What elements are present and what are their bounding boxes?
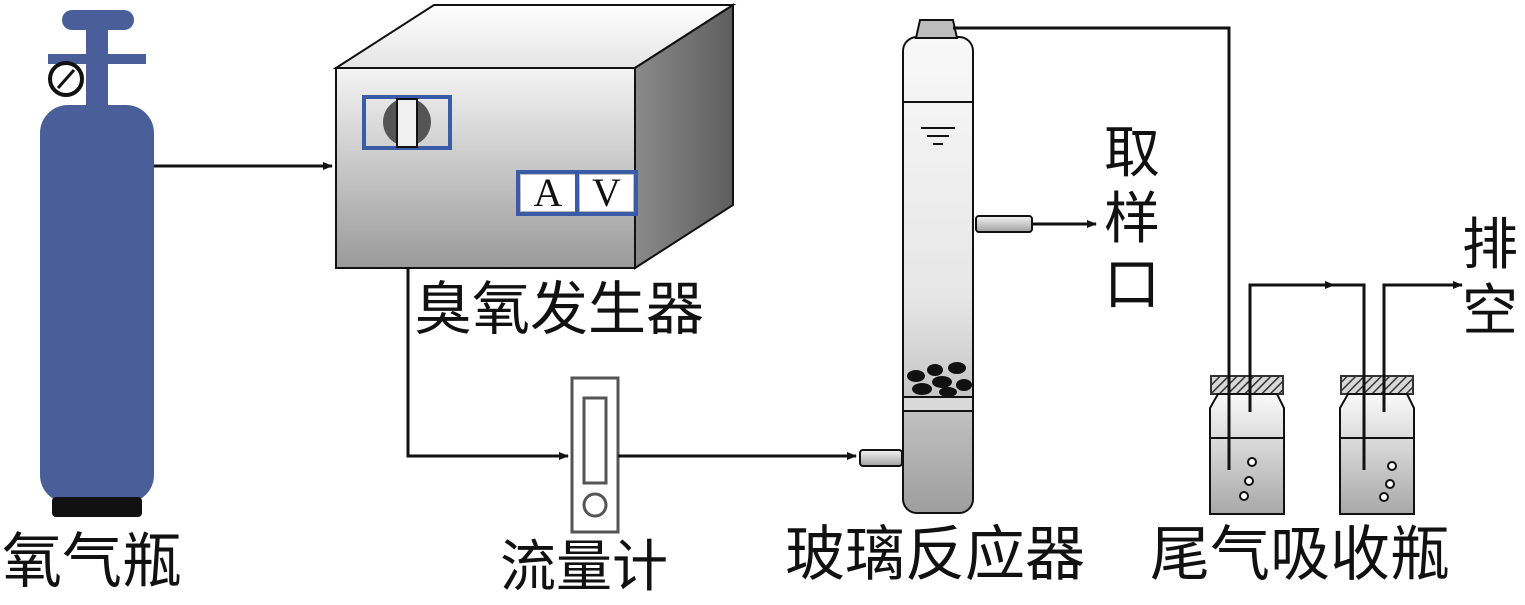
sampling-port-char-3: 口 xyxy=(1104,253,1160,318)
sampling-port-char-1: 取 xyxy=(1104,121,1160,186)
pressure-gauge-icon xyxy=(48,61,84,97)
pipe-vent xyxy=(1382,281,1463,412)
tail-gas-bottles-label: 尾气吸收瓶 xyxy=(1150,520,1450,590)
sampling-port-label: 取 样 口 xyxy=(1102,126,1162,324)
ammeter-label: A xyxy=(533,170,563,215)
power-switch-icon xyxy=(362,95,452,150)
tail-gas-bottle-2 xyxy=(1339,375,1415,515)
flowmeter-label: 流量计 xyxy=(500,535,668,600)
glass-reactor xyxy=(859,19,1033,514)
tail-gas-bottle-1 xyxy=(1209,375,1285,515)
vent-char-2: 空 xyxy=(1462,279,1518,344)
voltmeter-label: V xyxy=(592,170,621,215)
pipe-reactor-to-bottle xyxy=(953,26,1231,470)
catalyst-particles xyxy=(907,362,972,397)
pipe-bottle2-inlet xyxy=(1332,283,1366,470)
vent-label: 排 空 xyxy=(1460,218,1520,350)
glass-reactor-label: 玻璃反应器 xyxy=(785,520,1085,590)
flowmeter xyxy=(570,376,620,534)
oxygen-cylinder-label: 氧气瓶 xyxy=(2,527,182,597)
oxygen-cylinder xyxy=(40,10,154,517)
ozone-generator-label: 臭氧发生器 xyxy=(414,275,705,343)
sampling-port-char-2: 样 xyxy=(1104,187,1160,252)
ozone-generator xyxy=(332,3,737,270)
vent-char-1: 排 xyxy=(1462,213,1518,278)
pipe-generator-to-flowmeter xyxy=(406,268,569,460)
